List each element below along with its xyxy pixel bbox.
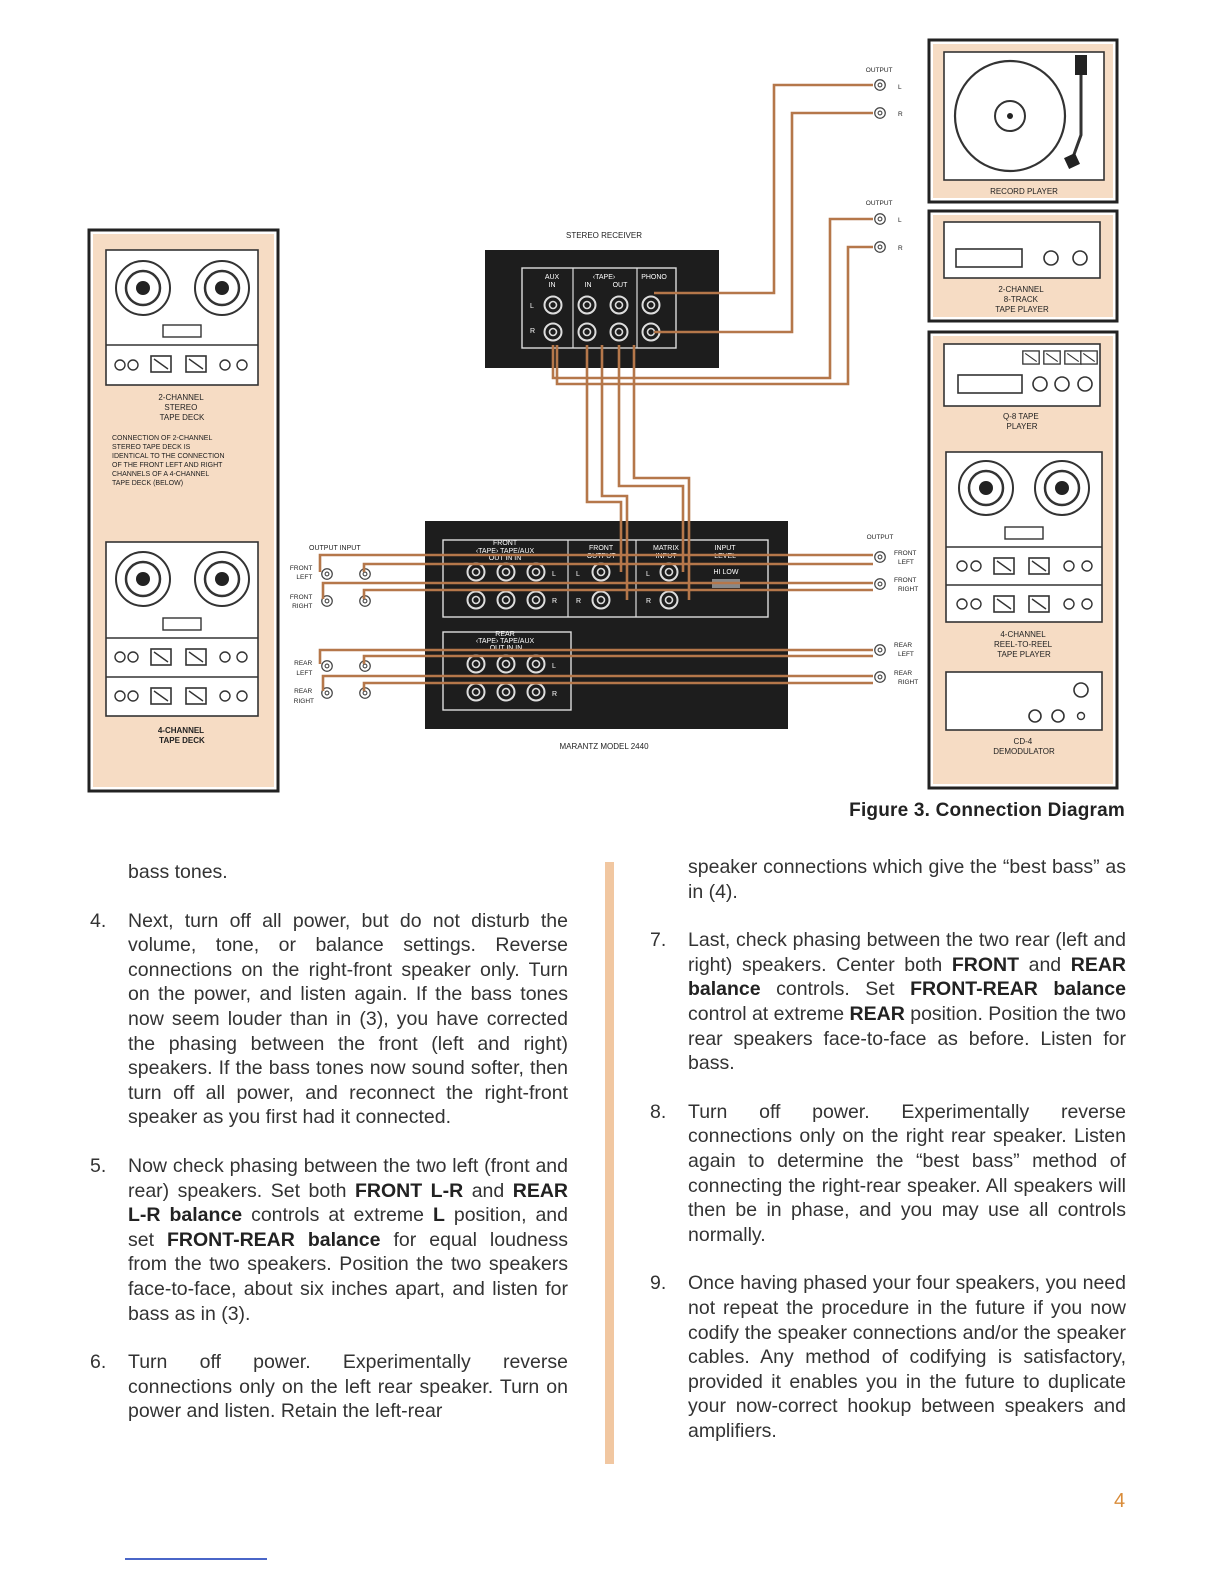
left-equipment-panel: 2-CHANNEL STEREO TAPE DECK CONNECTION OF… — [87, 228, 280, 793]
continued-paragraph: bass tones. — [128, 861, 228, 883]
step-7: 7. Last, check phasing between the two r… — [650, 928, 1126, 1076]
step-number: 4. — [90, 909, 107, 932]
deck2-label-line: 4-CHANNEL — [158, 726, 204, 735]
connection-diagram: 2-CHANNEL STEREO TAPE DECK CONNECTION OF… — [87, 38, 1119, 793]
svg-text:4-CHANNEL TAPE DECK: 4-CHANNEL TAPE DECK — [158, 726, 206, 745]
step-5: 5. Now check phasing between the two lef… — [90, 1154, 568, 1326]
step-text: Turn off power. Experimentally reverse c… — [688, 1100, 1126, 1246]
four-channel-tape-deck-icon — [105, 541, 259, 717]
step-text: Once having phased your four speakers, y… — [688, 1272, 1126, 1442]
right-equipment-panel: RECORD PLAYER 2-CHANNEL 8-TRACK TAPE PLA… — [927, 38, 1119, 790]
q8-tape-player-icon — [943, 343, 1101, 407]
svg-text:REAR ‹TAPE› TAPE/AUX: REAR ‹TAPE› TAPE/AUX OUT IN IN — [476, 631, 536, 652]
tape-deck-jacks: OUTPUT INPUT FRONT LEFT FRONT RIGHT REAR… — [290, 545, 371, 705]
svg-text:4-CHANNEL REEL-TO-REEL: 4-CHANNEL REEL-TO-REEL TAPE PLAYER — [994, 630, 1054, 659]
turntable-icon — [943, 51, 1105, 181]
svg-text:2-CHANNEL STEREO T: 2-CHANNEL STEREO TAPE DECK — [158, 393, 205, 422]
continued-paragraph: speaker connections which give the “best… — [688, 856, 1126, 903]
deck-note-line: CONNECTION OF 2-CHANNEL — [112, 435, 212, 442]
two-channel-tape-deck-icon — [105, 249, 259, 386]
svg-text:Q-8 TAPE PLAYER: Q-8 TAPE PLAYER — [1003, 412, 1041, 431]
left-text-column: bass tones. 4. Next, turn off all power,… — [90, 860, 568, 1448]
svg-text:L R: L R — [530, 303, 536, 335]
footer-rule — [125, 1558, 267, 1560]
svg-text:FRONT LEFT FRONT: FRONT LEFT FRONT RIGHT REAR LEFT REAR RI… — [290, 565, 314, 705]
step-9: 9. Once having phased your four speakers… — [650, 1271, 1126, 1443]
svg-text:FRONT ‹TAPE› TAPE/AUX: FRONT ‹TAPE› TAPE/AUX OUT IN IN FRONT OU… — [476, 540, 739, 576]
right-text-column: speaker connections which give the “best… — [650, 855, 1126, 1467]
figure-caption: Figure 3. Connection Diagram — [849, 800, 1125, 821]
step-6: 6. Turn off power. Experimentally revers… — [90, 1350, 568, 1424]
deck-note-line: STEREO TAPE DECK IS — [112, 444, 191, 451]
reel-to-reel-player-icon — [945, 451, 1103, 623]
deck2-label-line: TAPE DECK — [159, 736, 205, 745]
deck-note-line: IDENTICAL TO THE CONNECTION — [112, 453, 225, 460]
step-number: 8. — [650, 1100, 667, 1123]
step-text: Next, turn off all power, but do not dis… — [128, 909, 568, 1129]
deck-note-line: CHANNELS OF A 4-CHANNEL — [112, 471, 209, 478]
svg-text:CONNECTION OF 2-CHANNEL: CONNECTION OF 2-CHANNEL STEREO TAPE DECK… — [112, 435, 227, 487]
svg-text:L R L R: L R L R L R — [552, 571, 652, 605]
page-number: 4 — [1114, 1490, 1126, 1512]
jack-header: OUTPUT INPUT — [309, 545, 361, 552]
step-number: 5. — [90, 1154, 107, 1177]
step-4: 4. Next, turn off all power, but do not … — [90, 909, 568, 1130]
device-output-jacks: OUTPUT OUTPUT OUTPUT L R L R FRONT LEFT … — [866, 67, 920, 686]
step-number: 7. — [650, 929, 667, 952]
deck1-label-line: TAPE DECK — [160, 413, 205, 422]
eight-track-player-icon — [943, 221, 1101, 279]
receiver-title: STEREO RECEIVER — [566, 231, 642, 240]
deck-note-line: OF THE FRONT LEFT AND RIGHT — [112, 462, 223, 469]
svg-text:CD-4 DEMODULATOR: CD-4 DEMODULATOR — [993, 737, 1055, 756]
svg-text:AUX ‹TAPE› PHONO: AUX ‹TAPE› PHONO IN IN OUT — [545, 274, 669, 289]
record-player-label: RECORD PLAYER — [990, 187, 1058, 196]
cd4-demodulator-icon — [945, 671, 1103, 731]
svg-text:OUTPUT OUTPUT OUTP: OUTPUT OUTPUT OUTPUT — [866, 67, 894, 541]
step-8: 8. Turn off power. Experimentally revers… — [650, 1100, 1126, 1248]
deck-note-line: TAPE DECK (BELOW) — [112, 480, 183, 487]
svg-text:2-CHANNEL 8-TRACK: 2-CHANNEL 8-TRACK TAPE PLAYER — [995, 285, 1049, 314]
svg-text:L R L R: L R L R — [898, 84, 905, 252]
marantz-title: MARANTZ MODEL 2440 — [559, 742, 649, 751]
interconnect-cables — [318, 83, 873, 691]
svg-text:FRONT LEFT FRONT: FRONT LEFT FRONT RIGHT REAR LEFT REAR RI… — [894, 550, 920, 686]
step-number: 6. — [90, 1351, 107, 1374]
svg-text:L R: L R — [552, 663, 558, 698]
step-text: Last, check phasing between the two rear… — [688, 929, 1126, 1075]
column-divider — [605, 862, 614, 1464]
step-text: Now check phasing between the two left (… — [128, 1154, 569, 1325]
step-text: Turn off power. Experimentally reverse c… — [128, 1351, 568, 1423]
deck1-label-line: 2-CHANNEL — [158, 393, 204, 402]
step-number: 9. — [650, 1272, 667, 1295]
deck1-label-line: STEREO — [164, 403, 197, 412]
